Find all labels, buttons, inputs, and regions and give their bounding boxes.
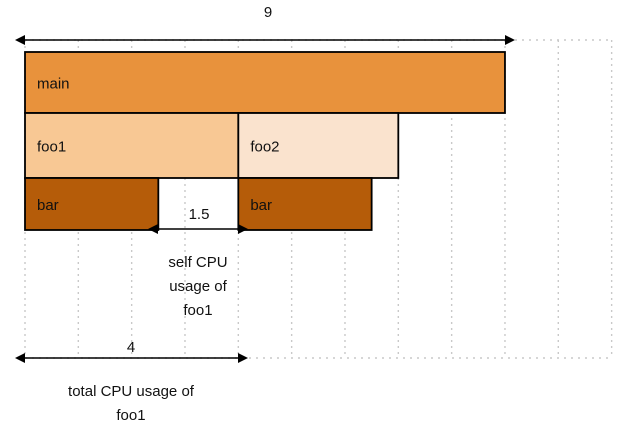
flame-bars-layer: main foo1 foo2 bar bar bbox=[24, 51, 506, 231]
flame-frame-label: foo1 bbox=[37, 139, 66, 156]
total-width-annotation-value: 9 bbox=[264, 4, 272, 21]
flame-frame-label: bar bbox=[37, 197, 59, 214]
flame-frame-bar-r2c1[interactable] bbox=[237, 177, 373, 231]
flame-frame-label: bar bbox=[250, 197, 272, 214]
flame-frame-foo1-r1c0[interactable] bbox=[24, 112, 240, 179]
total-cpu-annotation-value: 4 bbox=[127, 339, 135, 356]
self-cpu-annotation-caption-line-1: usage of bbox=[169, 278, 227, 295]
flame-frame-label: main bbox=[37, 76, 70, 93]
dimension-annotations-layer: 9 1.5 self CPU usage of foo1 4 total CPU usage… bbox=[15, 4, 515, 424]
self-cpu-annotation-caption-line-2: foo1 bbox=[183, 302, 212, 319]
flame-frame-main-r0c0[interactable] bbox=[24, 51, 506, 114]
grid-vertical-lines bbox=[24, 40, 613, 358]
self-cpu-annotation-caption-line-0: self CPU bbox=[168, 254, 227, 271]
flame-frame-bar-r2c0[interactable] bbox=[24, 177, 160, 231]
self-cpu-annotation-value: 1.5 bbox=[189, 206, 210, 223]
total-cpu-annotation-caption-line-1: foo1 bbox=[116, 407, 145, 424]
total-cpu-annotation-caption-line-0: total CPU usage of bbox=[68, 383, 195, 400]
flame-frame-label: foo2 bbox=[250, 139, 279, 156]
